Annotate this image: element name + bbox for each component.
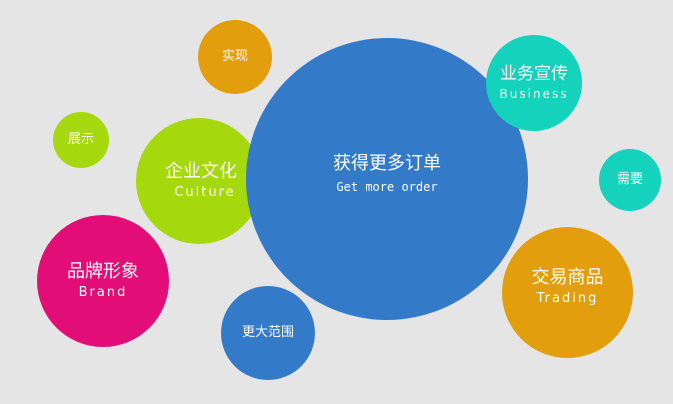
bubble-culture-zh: 企业文化 [165,160,237,182]
bubble-scope-label: 更大范围 [241,324,294,340]
bubble-trading: 交易商品 Trading [502,227,633,358]
bubble-brand: 品牌形象 Brand [37,215,169,347]
bubble-need: 需要 [599,149,661,211]
bubble-brand-zh: 品牌形象 [67,260,139,282]
bubble-culture: 企业文化 Culture [136,118,262,244]
bubble-business-zh: 业务宣传 [500,63,568,84]
bubble-center-zh: 获得更多订单 [333,152,441,174]
bubble-culture-en: Culture [174,184,236,200]
bubble-display-label: 展示 [67,131,94,147]
bubble-trading-en: Trading [536,291,599,307]
bubble-center: 获得更多订单 Get more order [246,38,528,320]
bubble-need-label: 需要 [616,171,643,187]
bubble-realize-label: 实现 [221,48,248,64]
bubble-realize: 实现 [198,20,272,94]
bubble-center-en: Get more order [336,179,438,194]
bubble-brand-en: Brand [78,284,128,300]
bubble-business: 业务宣传 Business [486,35,582,131]
bubble-business-en: Business [499,86,569,101]
bubble-trading-zh: 交易商品 [531,267,604,289]
bubble-scope: 更大范围 [221,286,315,380]
bubble-display: 展示 [53,112,109,168]
